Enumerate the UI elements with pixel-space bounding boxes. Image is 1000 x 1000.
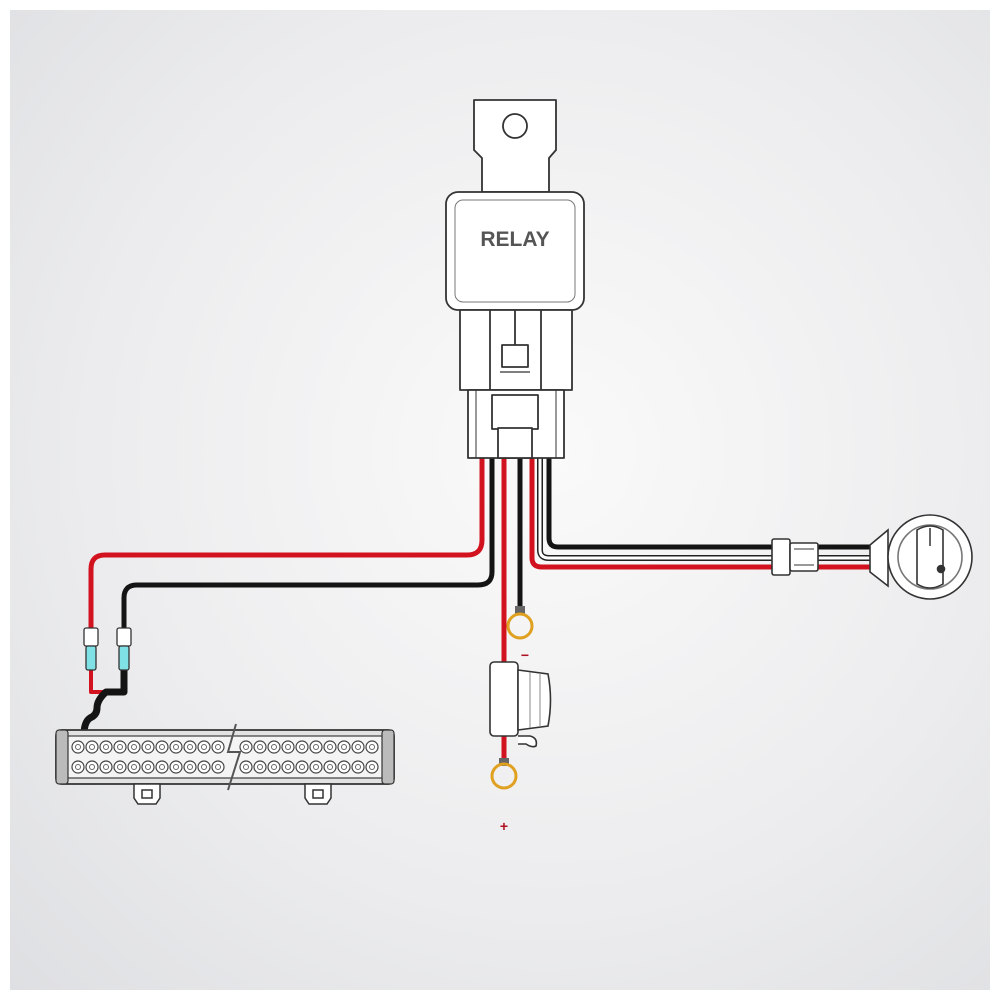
fuse-holder-icon xyxy=(489,661,552,748)
positive-terminal-label: + xyxy=(500,818,508,834)
black-wire-to-light-bar xyxy=(121,455,495,635)
red-wire-to-switch xyxy=(529,455,775,570)
rocker-switch-icon xyxy=(771,514,973,600)
positive-ring-terminal-icon xyxy=(490,758,518,790)
wires xyxy=(80,455,873,765)
ground-terminal-label: − xyxy=(521,647,529,663)
bullet-connector-icon xyxy=(83,627,132,671)
led-light-bar-icon xyxy=(55,723,395,805)
red-wire-light-bar-tail xyxy=(89,668,108,694)
red-wire-to-light-bar xyxy=(88,455,485,635)
black-wire-to-switch xyxy=(546,455,775,550)
black-wire-light-bar-tail xyxy=(80,666,128,739)
ground-ring-terminal-icon xyxy=(506,606,534,640)
relay-icon xyxy=(445,99,585,459)
white-wire-to-switch xyxy=(537,455,775,561)
relay-label: RELAY xyxy=(480,228,549,251)
